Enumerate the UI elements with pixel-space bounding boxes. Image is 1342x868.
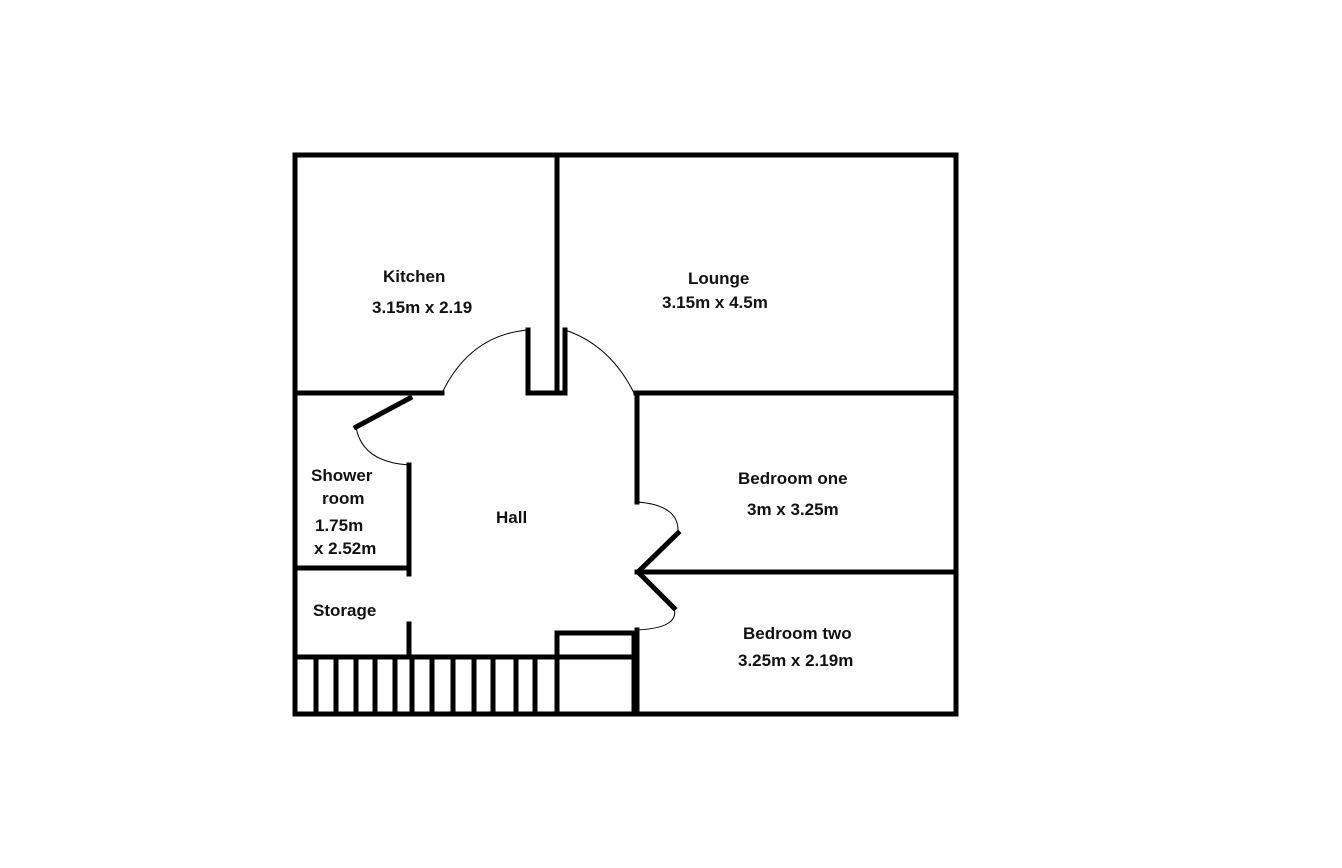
- kitchen-label: Kitchen: [383, 267, 446, 286]
- bedroom-one-door-leaf: [634, 529, 682, 576]
- bedroom-one-door-swing: [636, 501, 679, 534]
- bedroom-one-dimensions: 3m x 3.25m: [747, 500, 839, 519]
- bedroom-two-label: Bedroom two: [743, 624, 852, 643]
- shower-room-label-line1: Shower: [311, 466, 373, 485]
- bedroom-two-dimensions: 3.25m x 2.19m: [738, 651, 854, 670]
- lounge-dimensions: 3.15m x 4.5m: [662, 293, 768, 312]
- outer-wall: [292, 152, 959, 717]
- bedroom-two-door-swing: [636, 607, 676, 631]
- bedroom-two-door-leaf: [634, 568, 678, 612]
- kitchen-door-jamb: [525, 327, 568, 396]
- kitchen-dimensions: 3.15m x 2.19: [372, 298, 473, 317]
- lounge-label: Lounge: [688, 269, 750, 288]
- shower-room-label-line2: room: [322, 489, 365, 508]
- shower-door-leaf: [352, 394, 414, 431]
- shower-room-dimensions-line2: x 2.52m: [314, 539, 377, 558]
- shower-room-dimensions-line1: 1.75m: [315, 516, 364, 535]
- landing-box: [554, 630, 637, 717]
- staircase: [313, 630, 560, 717]
- storage-label: Storage: [313, 601, 377, 620]
- bedroom-one-label: Bedroom one: [738, 469, 848, 488]
- hall-label: Hall: [496, 508, 528, 527]
- kitchen-door-swing: [441, 329, 529, 394]
- shower-door-swing: [355, 426, 410, 466]
- lounge-door-swing: [564, 329, 635, 394]
